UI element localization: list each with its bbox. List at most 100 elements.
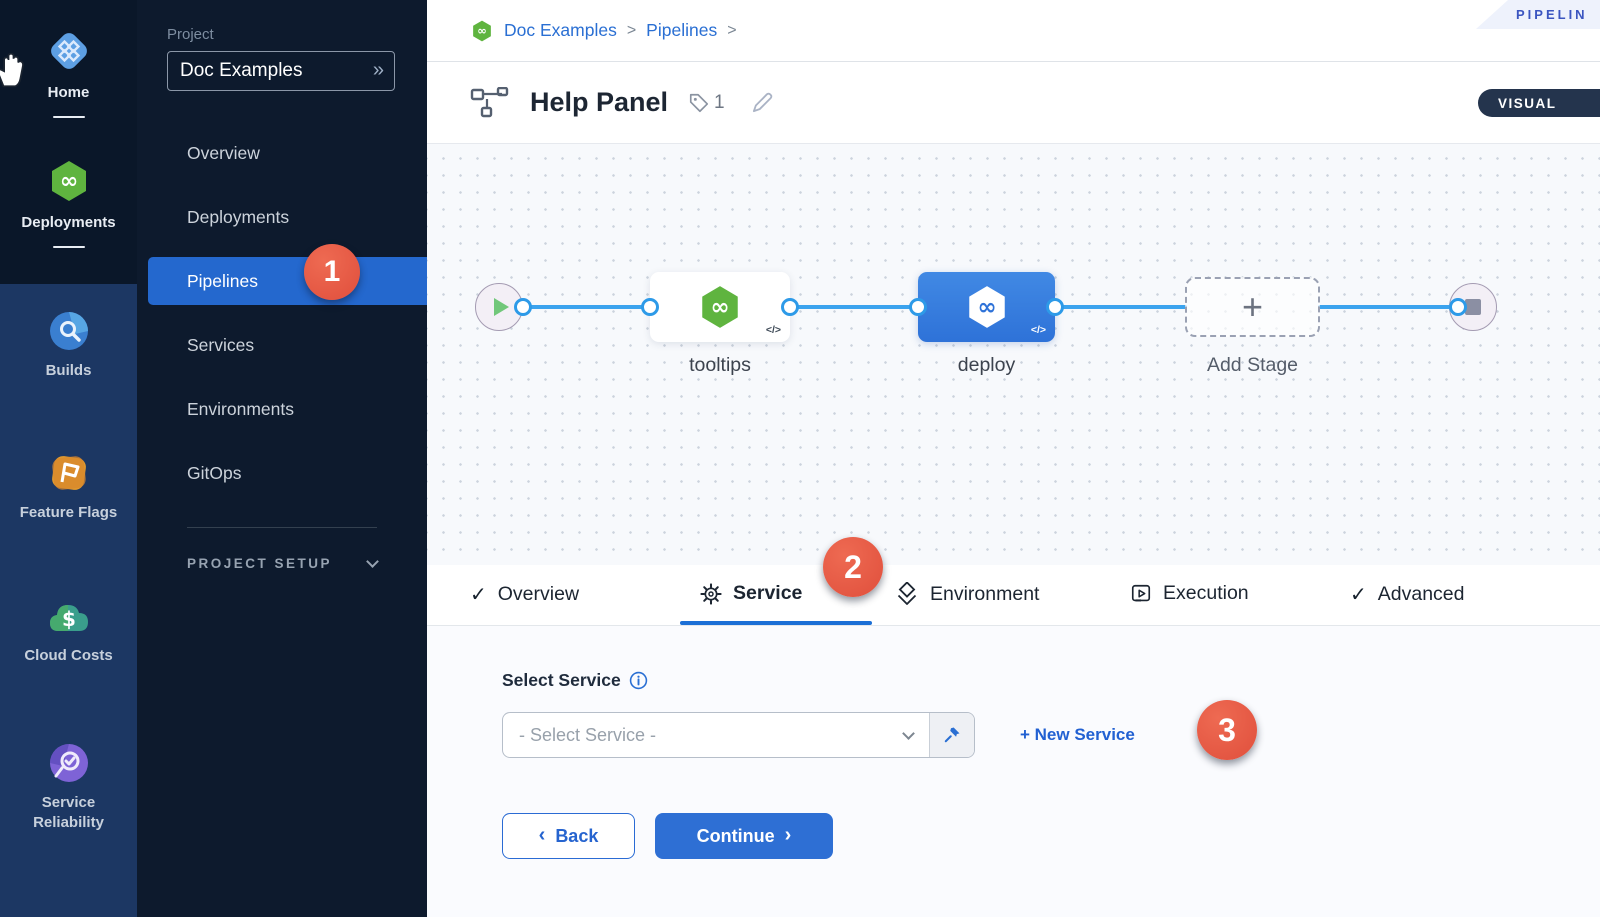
project-panel: Project Doc Examples » Overview Deployme…	[137, 0, 427, 917]
callout-badge-1: 1	[304, 244, 360, 300]
pipeline-flowchart-icon	[470, 86, 510, 119]
module-service-reliability[interactable]: Service Reliability	[0, 742, 137, 834]
add-stage-button[interactable]: +	[1185, 277, 1320, 337]
service-select-placeholder: - Select Service -	[519, 724, 657, 745]
module-cloud-costs[interactable]: $ Cloud Costs	[0, 597, 137, 666]
project-setup-toggle[interactable]: PROJECT SETUP	[187, 555, 379, 571]
svg-text:∞: ∞	[59, 169, 77, 194]
pipeline-studio-ribbon: PIPELIN	[1476, 0, 1600, 29]
harness-project-icon: ∞	[470, 19, 494, 43]
select-service-label: Select Service	[502, 670, 621, 690]
breadcrumb-project-link[interactable]: Doc Examples	[504, 20, 617, 40]
code-glyph: </>	[1030, 324, 1046, 336]
project-nav: Overview Deployments Pipelines Services …	[137, 121, 427, 505]
pipeline-canvas[interactable]: ∞ </> ∞ </> +	[427, 144, 1600, 565]
connector-line	[1055, 305, 1187, 309]
double-chevron-icon: »	[372, 59, 384, 81]
module-deployments[interactable]: ∞ Deployments	[0, 158, 137, 249]
module-rail: Home ∞ Deployments	[0, 0, 137, 917]
harness-stage-icon-selected: ∞	[963, 283, 1011, 331]
panel-divider	[187, 527, 377, 528]
cloud-costs-icon: $	[46, 597, 92, 637]
tag-icon	[688, 92, 710, 114]
project-setup-label: PROJECT SETUP	[187, 556, 333, 571]
continue-button[interactable]: Continue ›	[655, 813, 833, 859]
module-feature-flags-label: Feature Flags	[19, 504, 118, 521]
svg-text:∞: ∞	[710, 294, 729, 320]
chevron-down-icon	[366, 555, 379, 568]
project-name: Doc Examples	[180, 59, 303, 81]
connector-endpoint	[1046, 298, 1064, 316]
stage-node-deploy-selected[interactable]: ∞ </>	[918, 272, 1055, 342]
check-icon: ✓	[1350, 584, 1367, 606]
gear-icon	[700, 582, 722, 605]
module-feature-flags[interactable]: Feature Flags	[0, 452, 137, 523]
hand-cursor-icon	[0, 52, 26, 88]
chevron-right-icon: ›	[784, 823, 792, 846]
nav-item-environments[interactable]: Environments	[187, 398, 294, 419]
feature-flags-icon	[48, 452, 90, 494]
builds-icon	[48, 310, 90, 352]
tab-environment[interactable]: Environment	[895, 582, 1039, 606]
breadcrumb-separator: >	[626, 21, 637, 39]
home-active-underline	[52, 116, 85, 119]
service-select-group: - Select Service -	[502, 712, 975, 758]
code-glyph: </>	[765, 324, 781, 336]
service-reliability-icon	[48, 742, 90, 784]
connector-line	[523, 305, 650, 309]
breadcrumb-separator: >	[727, 21, 737, 39]
service-select-dropdown[interactable]: - Select Service -	[503, 713, 929, 757]
connector-endpoint	[641, 298, 659, 316]
stage-label-deploy: deploy	[957, 354, 1016, 376]
nav-item-pipelines[interactable]: Pipelines	[148, 257, 427, 305]
active-tab-underline	[680, 621, 872, 625]
breadcrumb-pipelines-link[interactable]: Pipelines	[646, 20, 718, 40]
nav-item-deployments[interactable]: Deployments	[187, 206, 290, 227]
new-service-link[interactable]: + New Service	[1020, 725, 1135, 744]
nav-item-services[interactable]: Services	[187, 334, 255, 355]
chevron-left-icon: ‹	[538, 823, 546, 846]
module-home[interactable]: Home	[0, 28, 137, 119]
tag-count: 1	[714, 91, 725, 113]
project-selector[interactable]: Doc Examples »	[167, 51, 395, 91]
check-icon: ✓	[470, 584, 487, 606]
module-home-label: Home	[47, 84, 90, 101]
breadcrumb-bar: ∞ Doc Examples > Pipelines > PIPELIN	[427, 0, 1600, 62]
nav-item-overview[interactable]: Overview	[187, 142, 260, 163]
callout-badge-2: 2	[823, 537, 883, 597]
module-deployments-label: Deployments	[21, 214, 116, 231]
deployments-icon: ∞	[46, 158, 92, 204]
page-title: Help Panel	[530, 87, 669, 117]
back-button[interactable]: ‹ Back	[502, 813, 635, 859]
tab-overview[interactable]: ✓ Overview	[470, 583, 580, 606]
svg-text:∞: ∞	[977, 294, 996, 320]
stage-label-add-stage: Add Stage	[1206, 354, 1299, 376]
connector-endpoint	[514, 298, 532, 316]
module-builds-label: Builds	[45, 362, 92, 379]
tab-execution[interactable]: Execution	[1130, 582, 1249, 605]
nav-item-gitops[interactable]: GitOps	[187, 462, 242, 483]
stage-label-tooltips: tooltips	[689, 354, 751, 376]
stage-node-tooltips[interactable]: ∞ </>	[650, 272, 790, 342]
chevron-down-icon	[902, 726, 915, 740]
tab-service[interactable]: Service	[700, 582, 802, 605]
service-tab-panel: Select Service - Select Service -	[427, 626, 1600, 917]
callout-badge-3: 3	[1197, 700, 1257, 760]
module-builds[interactable]: Builds	[0, 310, 137, 381]
connector-line	[1318, 305, 1458, 309]
pin-icon	[942, 725, 962, 745]
edit-pencil-icon[interactable]	[749, 90, 775, 116]
tab-advanced[interactable]: ✓ Advanced	[1350, 583, 1465, 606]
tags-indicator: 1	[688, 92, 725, 114]
visual-yaml-toggle[interactable]: VISUAL	[1478, 89, 1600, 117]
module-cloud-costs-label: Cloud Costs	[24, 647, 113, 664]
harness-stage-icon: ∞	[696, 283, 744, 331]
environment-icon	[895, 582, 919, 606]
stop-icon	[1465, 299, 1481, 315]
info-icon[interactable]	[629, 671, 648, 690]
pin-runtime-input-button[interactable]	[929, 713, 974, 757]
play-icon	[493, 298, 509, 316]
svg-text:∞: ∞	[477, 23, 487, 37]
main-content: ∞ Doc Examples > Pipelines > PIPELIN Hel	[427, 0, 1600, 917]
